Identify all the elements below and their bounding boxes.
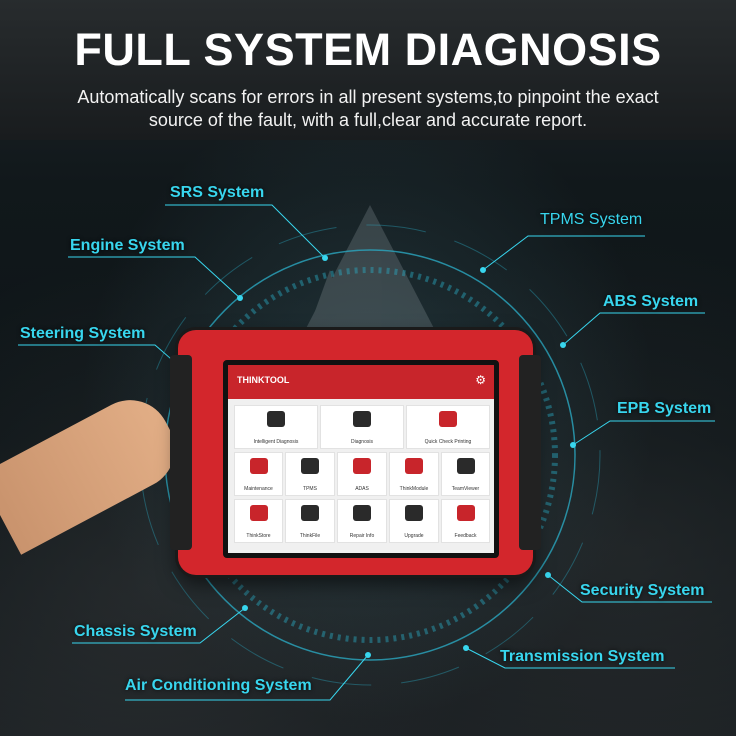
right-bumper	[519, 355, 541, 550]
label-tpms-system: TPMS System	[540, 211, 643, 228]
left-bumper	[170, 355, 192, 550]
app-feedback[interactable]: Feedback	[441, 499, 490, 543]
label-chassis-system: Chassis System	[74, 623, 197, 640]
app-label: Intelligent Diagnosis	[253, 439, 299, 445]
screen-header: THINKTOOL ⚙	[228, 365, 494, 399]
cloud-icon	[267, 411, 285, 427]
app-label: ADAS	[355, 486, 369, 492]
mail-icon	[456, 505, 475, 521]
label-epb-system: EPB System	[617, 400, 712, 417]
app-thinkmodule[interactable]: ThinkModule	[389, 452, 439, 496]
printer-icon	[439, 411, 457, 427]
car-icon	[353, 411, 371, 427]
app-thinkstore[interactable]: ThinkStore	[234, 499, 283, 543]
app-adas[interactable]: ADAS	[337, 452, 387, 496]
label-security-system: Security System	[580, 582, 705, 599]
label-engine-system: Engine System	[70, 237, 185, 254]
app-label: Feedback	[454, 533, 477, 539]
app-label: TPMS	[303, 486, 317, 492]
app-tpms[interactable]: TPMS	[285, 452, 335, 496]
header-banner: FULL SYSTEM DIAGNOSIS Automatically scan…	[0, 0, 736, 140]
app-intelligent-diagnosis[interactable]: Intelligent Diagnosis	[234, 405, 318, 449]
tablet-screen: THINKTOOL ⚙ Intelligent Diagnosis Diagno…	[223, 360, 499, 558]
app-label: ThinkStore	[246, 533, 271, 539]
brand-logo: THINKTOOL	[237, 375, 290, 385]
diagnostic-tablet: THINKTOOL ⚙ Intelligent Diagnosis Diagno…	[170, 330, 541, 575]
app-maintenance[interactable]: Maintenance	[234, 452, 283, 496]
subtitle-line-1: Automatically scans for errors in all pr…	[77, 87, 659, 107]
app-upgrade[interactable]: Upgrade	[389, 499, 439, 543]
subtitle-line-2: source of the fault, with a full,clear a…	[148, 110, 588, 130]
app-thinkfile[interactable]: ThinkFile	[285, 499, 335, 543]
app-label: ThinkFile	[299, 533, 321, 539]
gear-icon[interactable]: ⚙	[475, 373, 486, 387]
app-diagnosis[interactable]: Diagnosis	[320, 405, 404, 449]
label-transmission-system: Transmission System	[500, 648, 665, 665]
app-label: Upgrade	[404, 533, 424, 539]
store-icon	[249, 505, 268, 521]
label-abs-system: ABS System	[603, 293, 699, 310]
page-title: FULL SYSTEM DIAGNOSIS	[74, 24, 662, 75]
label-srs-system: SRS System	[170, 184, 265, 201]
page-subtitle: Automatically scans for errors in all pr…	[30, 86, 706, 132]
app-label: Maintenance	[244, 486, 273, 492]
radar-icon	[353, 458, 371, 474]
app-teamviewer[interactable]: TeamViewer	[441, 452, 490, 496]
module-icon	[405, 458, 423, 474]
app-quick-check-printing[interactable]: Quick Check Printing	[406, 405, 490, 449]
label-steering-system: Steering System	[20, 325, 146, 342]
app-label: Quick Check Printing	[424, 439, 472, 445]
label-air-conditioning-system: Air Conditioning System	[125, 677, 312, 694]
remote-icon	[456, 458, 475, 474]
book-icon	[353, 505, 371, 521]
oil-icon	[249, 458, 268, 474]
app-label: TeamViewer	[451, 486, 480, 492]
app-repair-info[interactable]: Repair Info	[337, 499, 387, 543]
app-label: Repair Info	[349, 533, 375, 539]
file-icon	[301, 505, 319, 521]
app-label: Diagnosis	[351, 439, 373, 445]
app-label: ThinkModule	[399, 486, 429, 492]
upload-icon	[405, 505, 423, 521]
tire-icon	[301, 458, 319, 474]
